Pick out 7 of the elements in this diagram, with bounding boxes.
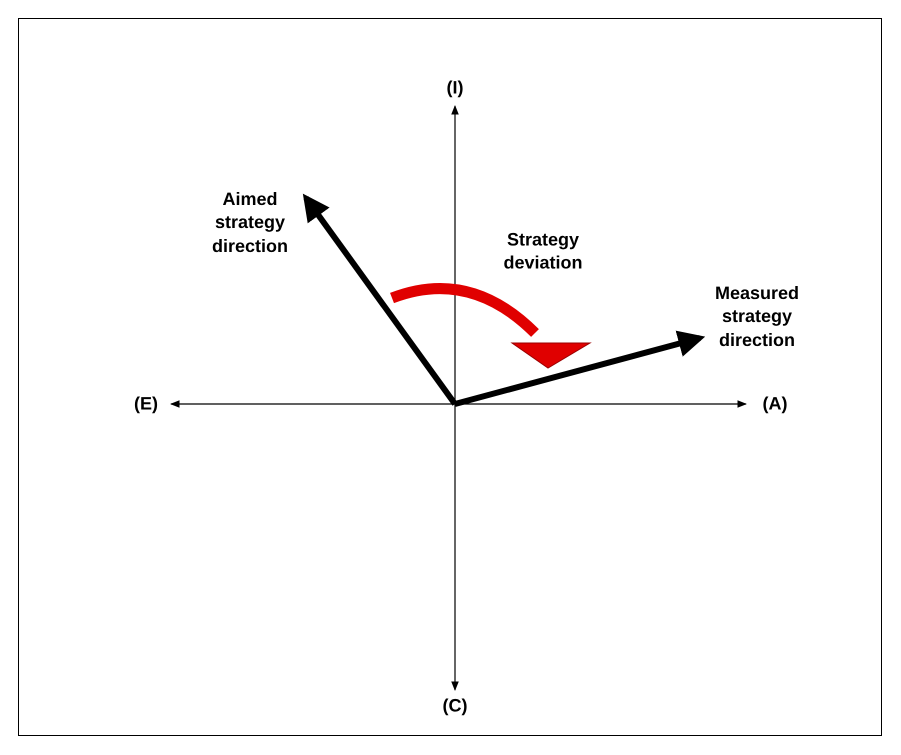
vector-label: Aimed strategy direction (210, 188, 289, 258)
annotation-label: Strategy deviation (502, 228, 584, 275)
axis-label: (C) (442, 694, 468, 718)
vector-label: Measured strategy direction (714, 282, 800, 352)
axis-label: (E) (134, 392, 158, 416)
axis-label: (A) (762, 392, 788, 416)
axis-label: (I) (446, 76, 464, 100)
